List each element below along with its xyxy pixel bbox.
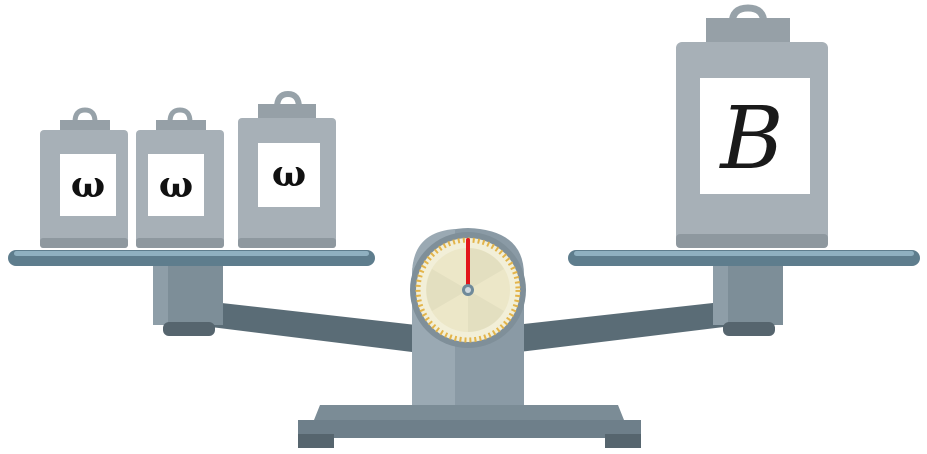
left-weight-2-label: ω — [159, 164, 193, 206]
right-pan — [568, 250, 920, 266]
left-weight-1-label: ω — [71, 164, 105, 206]
left-weight-2: ω — [136, 110, 224, 248]
left-pan — [8, 250, 375, 266]
left-weight-1: ω — [40, 110, 128, 248]
scale-dial — [410, 232, 526, 348]
scale-base — [298, 405, 641, 448]
left-weight-3-label: ω — [272, 153, 306, 195]
left-weight-3: ω — [238, 94, 336, 248]
right-weight-1-label: B — [718, 89, 783, 189]
right-weight-1: B — [676, 8, 828, 248]
left-pan-support — [153, 265, 223, 336]
